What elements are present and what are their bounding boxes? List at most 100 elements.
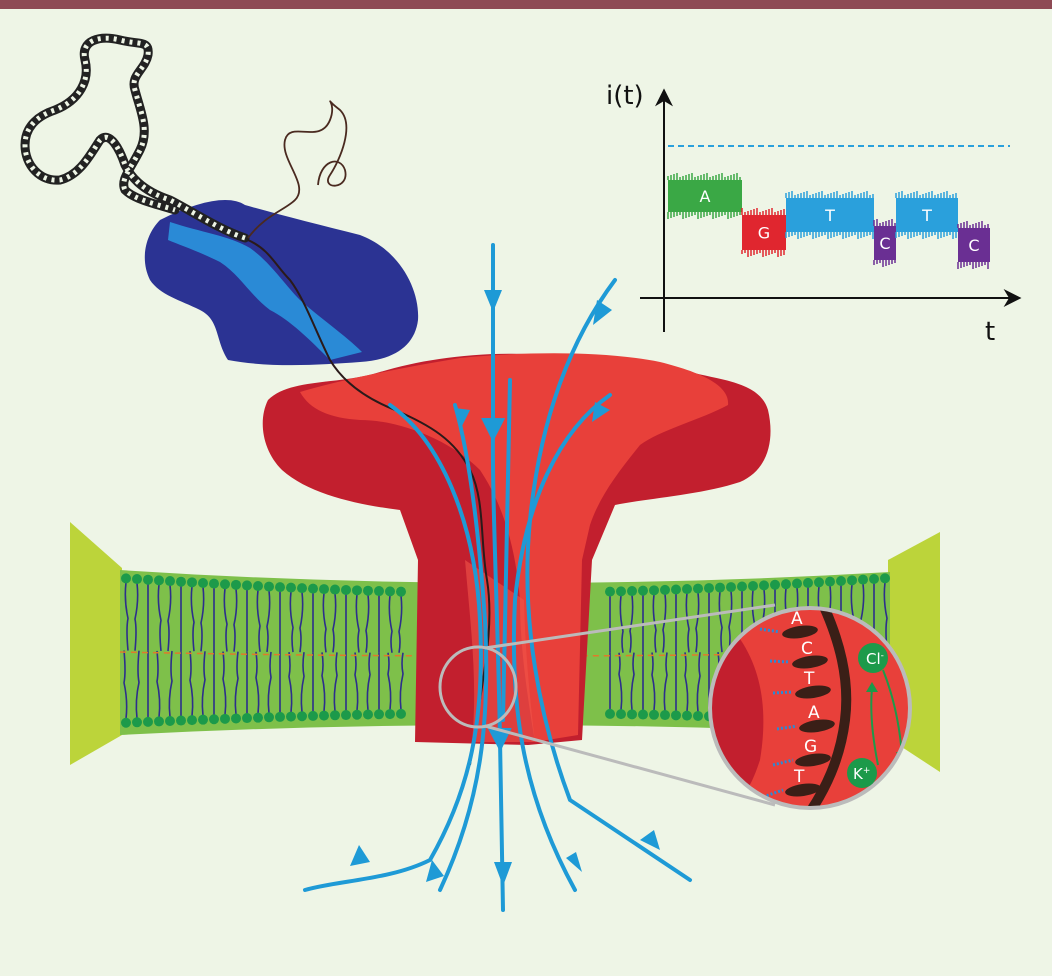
arrowhead bbox=[426, 860, 444, 882]
segment-base-label: A bbox=[700, 187, 711, 206]
segment-noise bbox=[785, 191, 874, 239]
lipid-head bbox=[770, 579, 780, 590]
graph-segment: T bbox=[785, 191, 874, 239]
lipid-head bbox=[319, 584, 329, 595]
segment-noise bbox=[741, 208, 785, 257]
lipid-head bbox=[748, 580, 758, 591]
lipid-head bbox=[220, 579, 230, 590]
lipid-head bbox=[682, 710, 692, 721]
lipid-head bbox=[176, 715, 186, 726]
base-shape bbox=[795, 753, 831, 767]
base-shape bbox=[792, 655, 828, 669]
lipid-head bbox=[154, 716, 164, 727]
lipid-tail bbox=[728, 590, 733, 653]
lipid-head bbox=[143, 574, 153, 585]
zoom-base: C bbox=[769, 639, 828, 669]
ionic-flow-lines bbox=[303, 243, 692, 912]
lipid-head bbox=[198, 577, 208, 588]
lipid-head bbox=[165, 576, 175, 587]
lipid-head bbox=[726, 582, 736, 593]
lipid-tail bbox=[200, 586, 205, 652]
lipid-head bbox=[297, 711, 307, 722]
lipid-tail bbox=[618, 652, 623, 711]
lipid-head bbox=[660, 710, 670, 721]
lipid-tail bbox=[234, 651, 239, 715]
base-label: C bbox=[801, 639, 813, 659]
segment-base-label: T bbox=[921, 206, 932, 225]
base-shape bbox=[782, 625, 818, 639]
lipid-head bbox=[385, 709, 395, 720]
lipid-head bbox=[330, 584, 340, 595]
lipid-head bbox=[308, 710, 318, 721]
chloride-ion-label: Cl- bbox=[866, 650, 884, 668]
lipid-tail bbox=[300, 652, 305, 713]
arrowhead bbox=[592, 402, 610, 422]
base-bond bbox=[769, 659, 791, 664]
zoom-base: T bbox=[772, 669, 831, 699]
lipid-head bbox=[319, 710, 329, 721]
segment-bar bbox=[958, 228, 990, 262]
lipid-tail bbox=[255, 651, 260, 714]
base-label: G bbox=[804, 737, 817, 757]
lipid-head bbox=[649, 709, 659, 720]
lipid-head bbox=[341, 710, 351, 721]
graph-segment: C bbox=[873, 219, 896, 267]
lipid-head bbox=[143, 716, 153, 727]
lipid-tail bbox=[156, 650, 161, 718]
lipid-tail bbox=[168, 650, 173, 718]
lipid-head bbox=[165, 715, 175, 726]
lipid-head bbox=[132, 717, 142, 728]
lipid-tail bbox=[399, 652, 404, 710]
lipid-head bbox=[638, 709, 648, 720]
lipid-head bbox=[759, 580, 769, 591]
lipid-tail bbox=[684, 652, 689, 712]
segment-noise bbox=[895, 191, 957, 239]
lipid-head bbox=[363, 709, 373, 720]
lipid-tail bbox=[289, 591, 294, 653]
lipid-tail bbox=[366, 652, 371, 711]
arrowhead bbox=[494, 862, 512, 886]
lipid-head bbox=[198, 714, 208, 725]
zoom-border bbox=[708, 606, 912, 810]
lipid-tail bbox=[134, 582, 139, 651]
magnifier-line-top bbox=[484, 603, 776, 650]
lipid-tail bbox=[685, 592, 690, 653]
lipid-tail bbox=[695, 592, 700, 653]
zoom-strand-backbone bbox=[803, 608, 852, 808]
base-label: T bbox=[793, 767, 805, 787]
lipid-tail bbox=[124, 582, 129, 651]
lipid-tail bbox=[388, 595, 393, 653]
lipid-head bbox=[616, 586, 626, 597]
lipid-tail bbox=[190, 586, 195, 652]
base-label: A bbox=[791, 609, 803, 629]
graph-x-label: t bbox=[985, 317, 995, 347]
arrowhead bbox=[593, 300, 612, 325]
flow-line-mid bbox=[501, 378, 512, 722]
segment-noise bbox=[873, 219, 896, 267]
lipid-head bbox=[638, 585, 648, 596]
lipid-tail bbox=[619, 595, 624, 653]
lipid-head bbox=[715, 582, 725, 593]
base-bond bbox=[759, 627, 781, 634]
lipid-head bbox=[605, 708, 615, 719]
segment-bar bbox=[896, 198, 958, 232]
dna-double-helix bbox=[20, 33, 250, 243]
lipid-tail bbox=[696, 652, 701, 713]
lipid-head bbox=[242, 580, 252, 591]
lipid-head bbox=[209, 578, 219, 589]
lipid-tail bbox=[123, 650, 128, 719]
lipid-head bbox=[286, 711, 296, 722]
lipid-tail bbox=[398, 595, 403, 653]
lipid-tail bbox=[630, 652, 635, 711]
base-bond bbox=[772, 690, 794, 695]
lipid-tail bbox=[332, 593, 337, 653]
lipid-tail bbox=[201, 651, 206, 716]
lipid-tail bbox=[883, 582, 888, 651]
ion-flow-up-head bbox=[866, 682, 878, 692]
lipid-head bbox=[847, 575, 857, 586]
arrowhead bbox=[455, 408, 470, 426]
lipid-head bbox=[264, 712, 274, 723]
